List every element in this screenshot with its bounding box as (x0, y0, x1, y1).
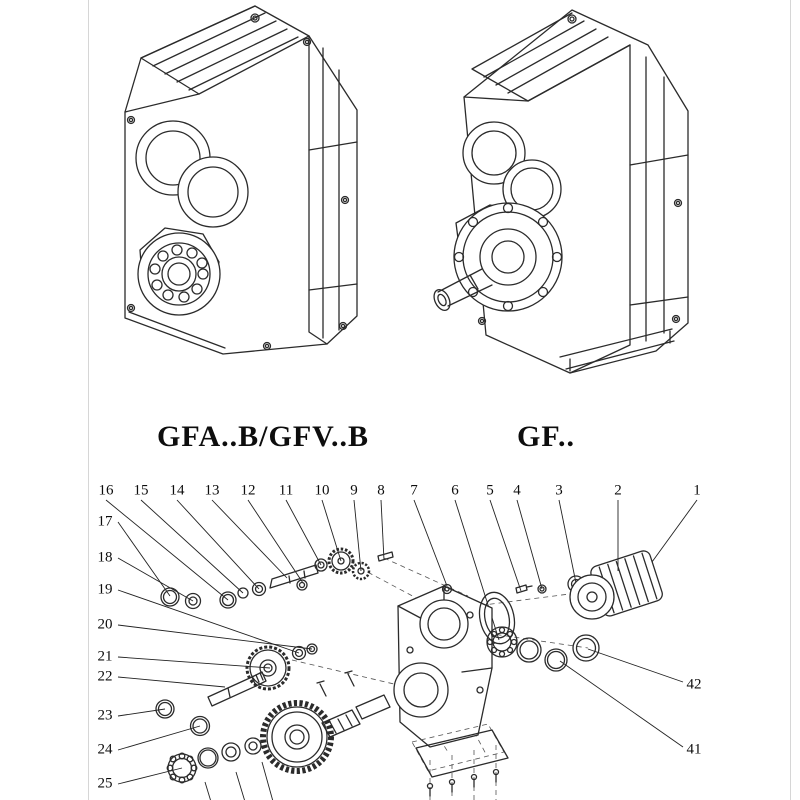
page-edge-left (88, 0, 89, 800)
intermediate-shaft (207, 671, 267, 707)
gearbox-right-bores (462, 121, 562, 219)
output-bearing (166, 752, 198, 784)
callout-9: 9 (350, 482, 358, 499)
key-part (377, 551, 394, 562)
intermediate-gear-cluster (155, 587, 318, 737)
callout-17: 17 (97, 513, 113, 530)
gearbox-left-hollow-shaft-bearing (137, 232, 221, 316)
callout-3: 3 (555, 482, 563, 499)
callout-23: 23 (97, 707, 113, 724)
callout-4: 4 (513, 482, 521, 499)
callout-19: 19 (97, 581, 113, 598)
callout-10: 10 (314, 482, 330, 499)
callout-20: 20 (97, 616, 113, 633)
leader-lines (105, 499, 698, 800)
pinion-shaft (269, 564, 319, 589)
callout-14: 14 (169, 482, 185, 499)
callout-11: 11 (278, 482, 294, 499)
gearbox-drawing-gfab-gfvb (124, 5, 358, 355)
gearbox-left-bores (135, 120, 249, 228)
input-shaft-cluster (219, 547, 394, 609)
gearbox-left-bolt-holes (126, 13, 350, 351)
model-label-right: GF.. (517, 420, 575, 453)
callout-24: 24 (97, 741, 113, 758)
output-shaft (321, 694, 391, 738)
callout-16: 16 (98, 482, 114, 499)
small-screws (316, 670, 355, 697)
callout-42: 42 (686, 676, 702, 693)
callout-8: 8 (377, 482, 385, 499)
output-gear-cluster (166, 670, 391, 784)
gearbox-right-outline (455, 9, 689, 374)
cover-screws (426, 768, 500, 797)
gearbox-right-output-shaft (433, 268, 493, 312)
callout-41: 41 (686, 741, 702, 758)
exploded-parts-diagram (105, 499, 698, 800)
motor-input-unit (569, 550, 663, 620)
gearbox-right-bolt-holes (477, 14, 683, 326)
model-label-left: GFA..B/GFV..B (157, 420, 369, 453)
callout-21: 21 (97, 648, 113, 665)
input-bearing (486, 626, 518, 658)
output-helical-gear (260, 700, 334, 774)
callout-13: 13 (204, 482, 220, 499)
callout-15: 15 (133, 482, 149, 499)
callout-1: 1 (693, 482, 701, 499)
callout-2: 2 (614, 482, 622, 499)
input-gasket (478, 591, 516, 645)
gearbox-right-output-flange (453, 202, 563, 312)
gearbox-drawing-gf (433, 9, 689, 374)
gear-housing (393, 583, 493, 748)
callout-6: 6 (451, 482, 459, 499)
callout-25: 25 (97, 775, 113, 792)
callout-22: 22 (97, 668, 113, 685)
callout-18: 18 (97, 549, 113, 566)
callout-5: 5 (486, 482, 494, 499)
bottom-cover-plate (411, 723, 509, 797)
callout-12: 12 (240, 482, 256, 499)
seal-ring-row (486, 626, 600, 672)
page-edge-right (790, 0, 791, 800)
callout-7: 7 (410, 482, 418, 499)
